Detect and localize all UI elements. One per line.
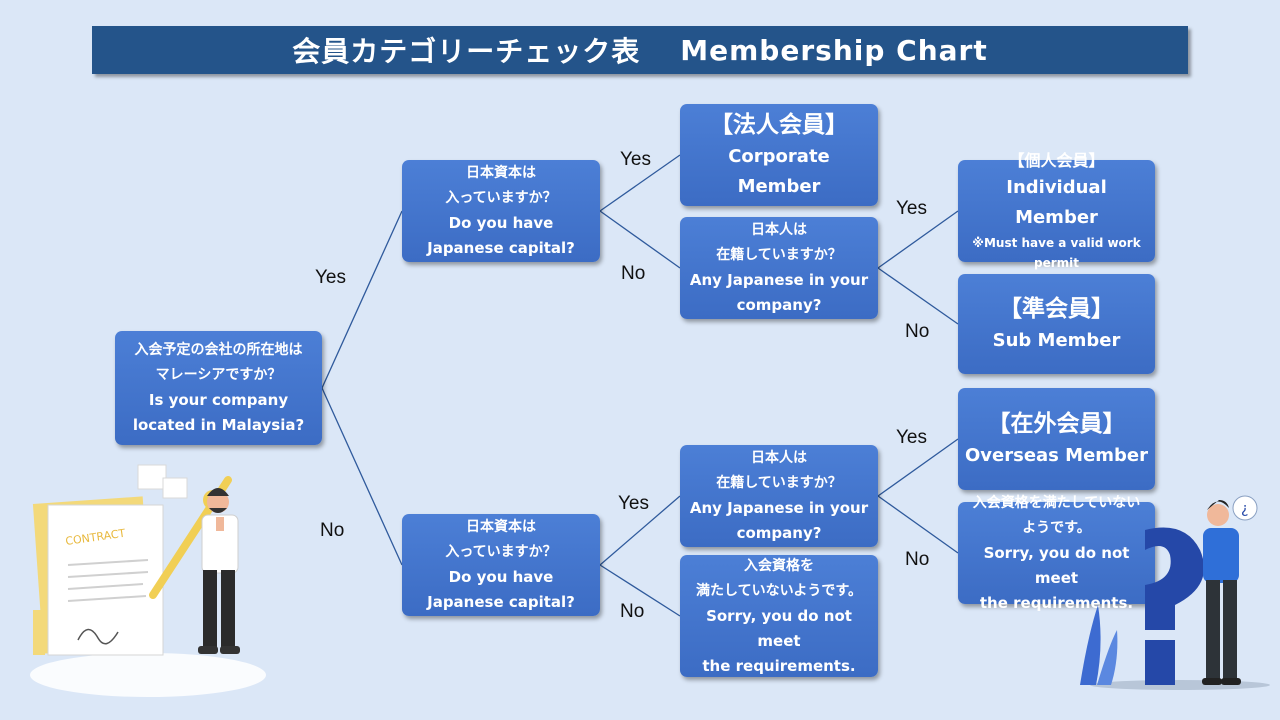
label-japanese-top-no: No <box>905 321 930 342</box>
r-individual-note1: ※Must have a valid work <box>972 236 1141 250</box>
question-malaysia-box: 入会予定の会社の所在地は マレーシアですか？ Is your company l… <box>115 331 322 445</box>
q-malaysia-jp1: 入会予定の会社の所在地は <box>134 342 303 358</box>
result-individual-member: 【個人会員】 Individual Member ※Must have a va… <box>958 151 1155 270</box>
q-japanese-bottom-en2: company? <box>736 524 822 542</box>
q-japanese-bottom-jp1: 日本人は <box>751 450 807 466</box>
q-capital-bottom-jp1: 日本資本は <box>466 519 536 535</box>
question-mark-shape <box>1145 527 1205 630</box>
label-capital-top-yes: Yes <box>620 149 651 170</box>
contract-illustration: CONTRACT <box>30 464 266 697</box>
q-japanese-top-en1: Any Japanese in your <box>689 271 869 289</box>
result-corporate-member: 【法人会員】 Corporate Member <box>680 104 878 206</box>
question-japanese-top-box: 日本人は 在籍していますか？ Any Japanese in your comp… <box>680 217 878 319</box>
label-japanese-top-yes: Yes <box>896 198 927 219</box>
q-capital-top-jp1: 日本資本は <box>466 165 536 181</box>
result-sub-member: 【準会員】 Sub Member <box>958 274 1155 374</box>
r-individual-note2: permit <box>1034 256 1079 270</box>
person-with-pen <box>149 476 240 654</box>
q-japanese-top-jp2: 在籍していますか？ <box>716 247 842 263</box>
label-malaysia-no: No <box>320 520 345 541</box>
connector-capital-top-no <box>599 210 681 269</box>
q-malaysia-en1: Is your company <box>148 391 289 409</box>
r-notmet-bottom-jp2: 満たしていないようです。 <box>696 582 862 599</box>
q-capital-bottom-en1: Do you have <box>448 568 554 586</box>
q-capital-top-jp2: 入っていますか？ <box>445 190 557 206</box>
connector-japanese-top-no <box>877 267 959 325</box>
title-english: Membership Chart <box>680 33 988 67</box>
q-japanese-top-en2: company? <box>736 296 822 314</box>
r-notmet-right-en2: the requirements. <box>979 593 1134 612</box>
question-japanese-bottom-box: 日本人は 在籍していますか？ Any Japanese in your comp… <box>680 445 878 547</box>
connector-japanese-bottom-yes <box>877 438 959 497</box>
result-not-eligible-right: 入会資格を満たしていない ようです。 Sorry, you do not mee… <box>958 495 1155 612</box>
connector-malaysia-no <box>321 387 403 566</box>
r-notmet-bottom-en2: the requirements. <box>702 656 856 675</box>
label-malaysia-yes: Yes <box>315 267 346 288</box>
r-corporate-en: Corporate Member <box>728 146 830 197</box>
r-notmet-right-jp1: 入会資格を満たしていない <box>972 494 1141 511</box>
label-capital-bottom-yes: Yes <box>618 493 649 514</box>
q-japanese-bottom-jp2: 在籍していますか？ <box>716 475 842 491</box>
connector-capital-bottom-yes <box>599 495 681 566</box>
connector-japanese-top-yes <box>877 210 959 269</box>
r-notmet-bottom-jp1: 入会資格を <box>744 557 814 574</box>
chart-title-bar: 会員カテゴリーチェック表 Membership Chart <box>92 26 1188 74</box>
svg-text:¿: ¿ <box>1241 501 1248 517</box>
connector-capital-top-yes <box>599 154 681 212</box>
r-notmet-right-en1: Sorry, you do not meet <box>983 543 1130 587</box>
q-japanese-top-jp1: 日本人は <box>751 222 807 238</box>
q-capital-top-en1: Do you have <box>448 214 554 232</box>
q-malaysia-jp2: マレーシアですか？ <box>155 367 282 383</box>
connector-malaysia-yes <box>321 210 403 389</box>
q-capital-bottom-jp2: 入っていますか？ <box>445 544 557 560</box>
label-japanese-bottom-yes: Yes <box>896 427 927 448</box>
question-bubble-icon <box>1232 495 1258 521</box>
q-malaysia-en2: located in Malaysia? <box>132 416 305 434</box>
r-individual-en: Individual Member <box>1006 177 1107 228</box>
r-corporate-jp: 【法人会員】 <box>710 112 848 138</box>
result-overseas-member: 【在外会員】 Overseas Member <box>958 388 1155 490</box>
r-notmet-right-jp2: ようです。 <box>1022 519 1091 536</box>
r-individual-jp: 【個人会員】 <box>1008 151 1105 170</box>
label-capital-bottom-no: No <box>620 601 645 622</box>
r-overseas-en: Overseas Member <box>964 445 1148 466</box>
result-not-eligible-bottom: 入会資格を 満たしていないようです。 Sorry, you do not mee… <box>680 555 878 677</box>
question-capital-top-box: 日本資本は 入っていますか？ Do you have Japanese capi… <box>402 160 600 262</box>
r-overseas-jp: 【在外会員】 <box>987 411 1126 437</box>
q-japanese-bottom-en1: Any Japanese in your <box>689 499 869 517</box>
q-capital-bottom-en2: Japanese capital? <box>427 593 575 611</box>
q-capital-top-en2: Japanese capital? <box>427 239 575 257</box>
connector-japanese-bottom-no <box>877 495 959 554</box>
label-japanese-bottom-no: No <box>905 549 930 570</box>
question-capital-bottom-box: 日本資本は 入っていますか？ Do you have Japanese capi… <box>402 514 600 616</box>
thinking-person-illustration: ¿ <box>1080 495 1270 690</box>
r-notmet-bottom-en1: Sorry, you do not meet <box>706 606 852 650</box>
label-capital-top-no: No <box>621 263 646 284</box>
r-sub-jp: 【準会員】 <box>999 296 1114 322</box>
title-japanese: 会員カテゴリーチェック表 <box>292 35 641 68</box>
r-sub-en: Sub Member <box>992 330 1121 351</box>
connector-capital-bottom-no <box>599 564 681 617</box>
